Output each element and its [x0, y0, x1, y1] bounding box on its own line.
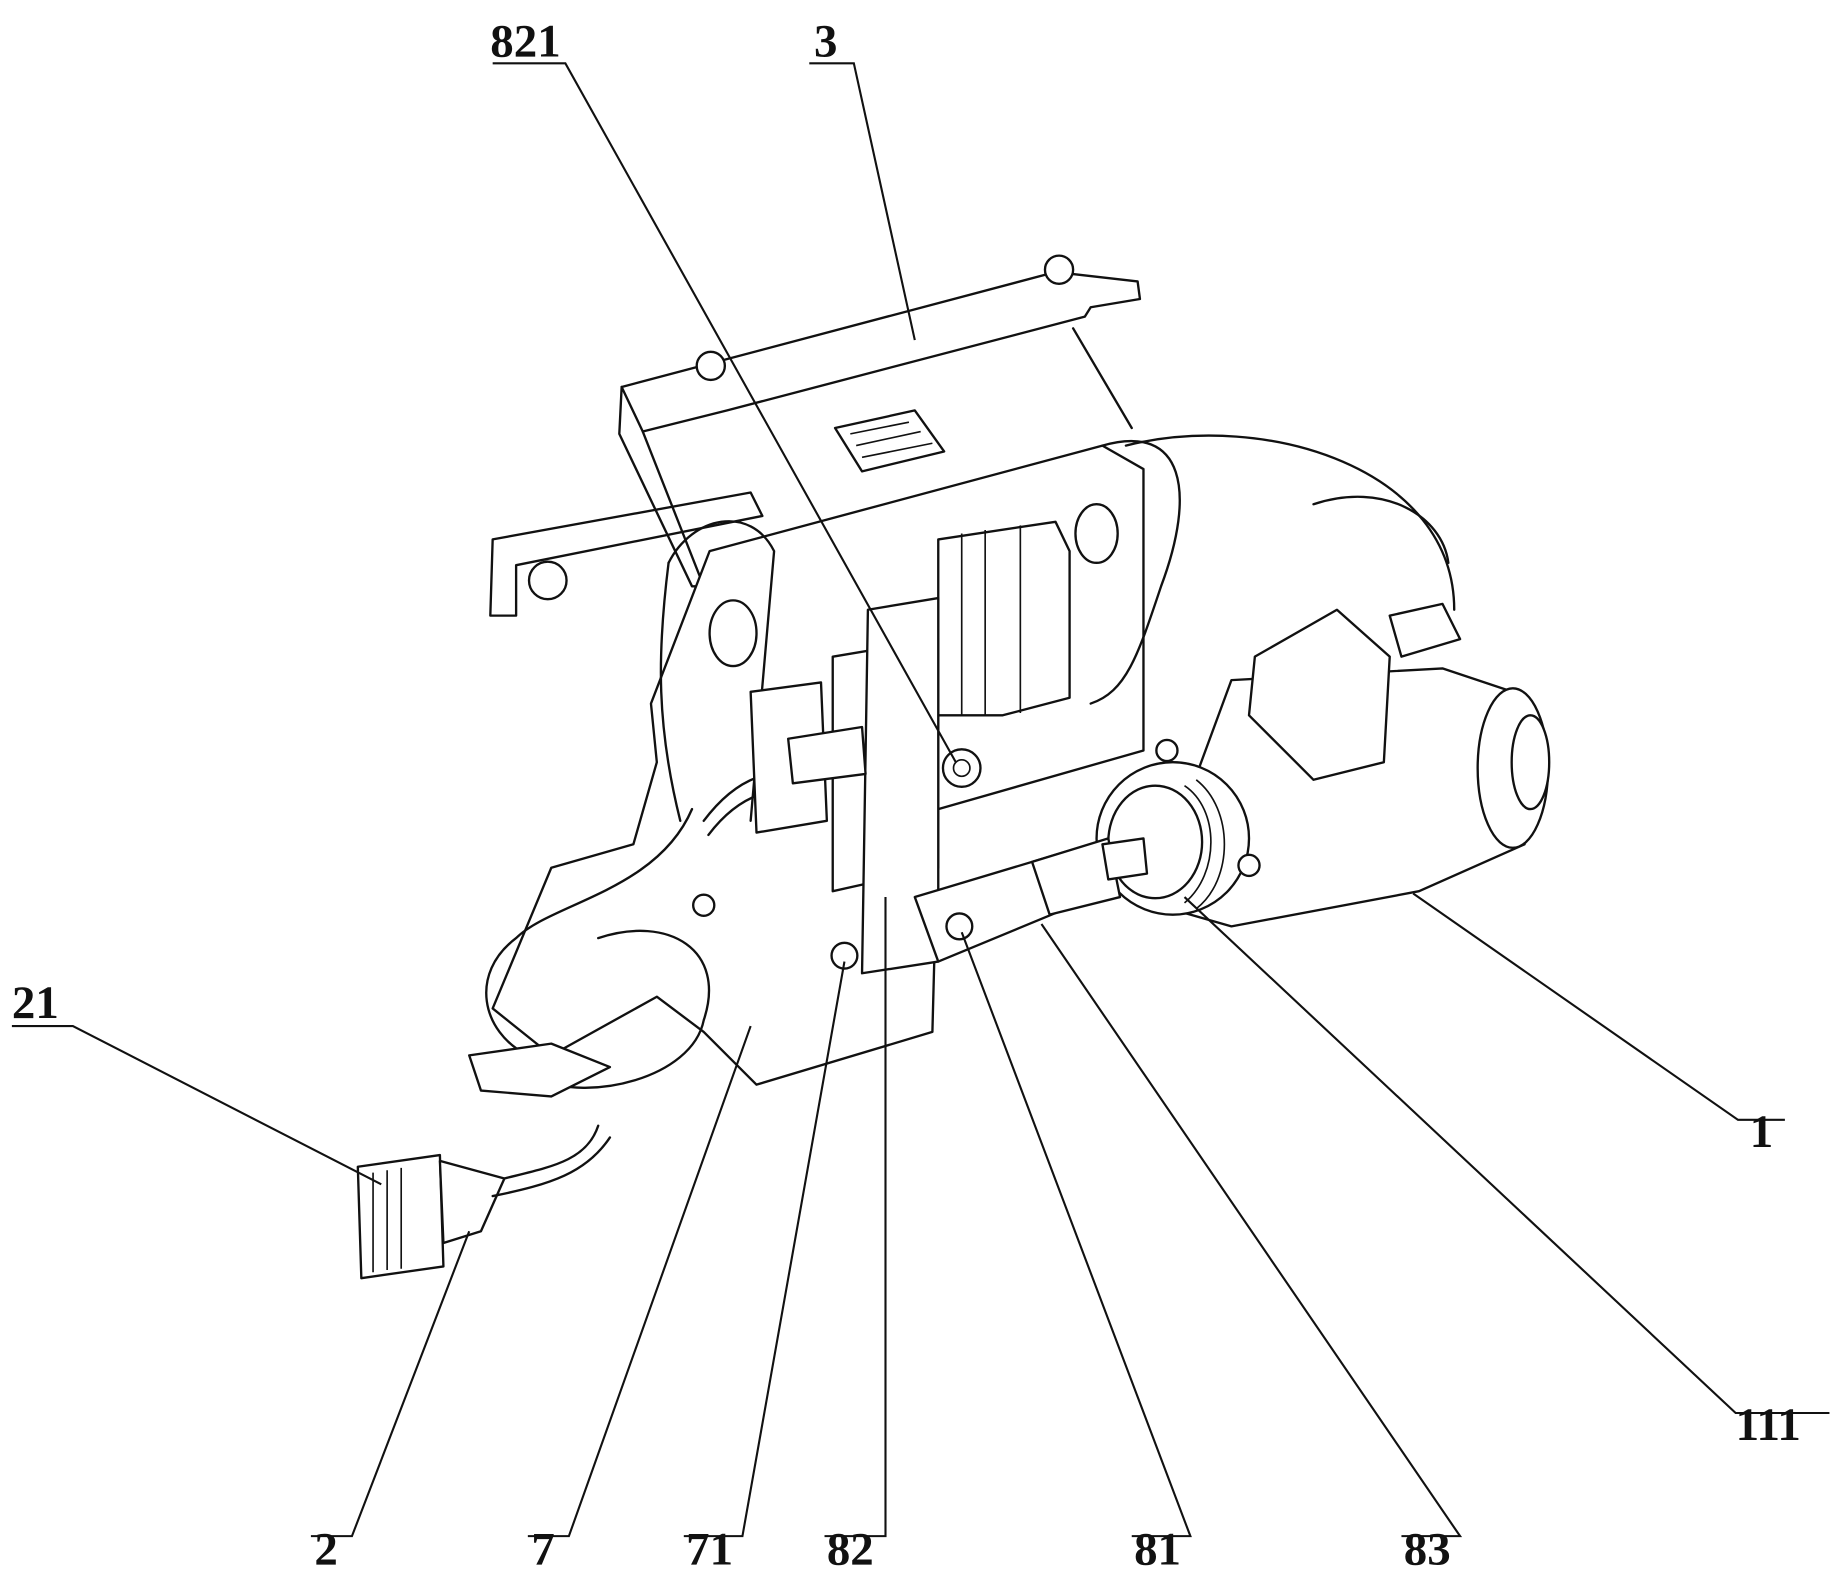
callout-2: 2: [314, 1523, 337, 1575]
motor: [1097, 604, 1550, 926]
callout-821: 821: [490, 15, 560, 67]
callout-3: 3: [814, 15, 837, 67]
nameplate: [835, 410, 944, 471]
callout-81: 81: [1134, 1523, 1181, 1575]
callout-1: 1: [1750, 1106, 1773, 1158]
callout-82: 82: [827, 1523, 874, 1575]
callout-83: 83: [1404, 1523, 1451, 1575]
callout-111: 111: [1736, 1399, 1801, 1451]
lever-arm: [915, 838, 1147, 961]
callout-7: 7: [531, 1523, 554, 1575]
connector: [358, 1044, 610, 1279]
callout-21: 21: [12, 977, 59, 1029]
callout-71: 71: [686, 1523, 733, 1575]
